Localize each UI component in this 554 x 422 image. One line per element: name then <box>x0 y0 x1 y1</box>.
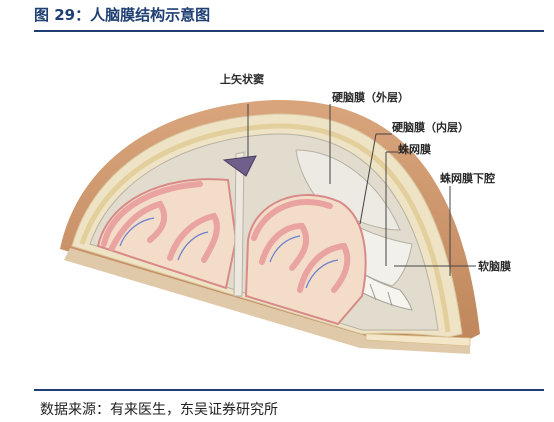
label-superior-sagittal-sinus: 上矢状窦 <box>220 72 264 86</box>
source-divider <box>34 389 544 391</box>
figure-title: 图 29：人脑膜结构示意图 <box>34 6 211 24</box>
falx-cerebri <box>233 151 245 297</box>
figure-source: 数据来源：有来医生，东吴证券研究所 <box>40 402 278 418</box>
label-subarachnoid-space: 蛛网膜下腔 <box>440 171 495 185</box>
label-pia-mater: 软脑膜 <box>478 259 511 273</box>
label-dura-outer: 硬脑膜（外层） <box>332 90 409 104</box>
meninges-diagram: 上矢状窦 硬脑膜（外层） 硬脑膜（内层） 蛛网膜 蛛网膜下腔 软脑膜 <box>60 72 511 354</box>
label-dura-inner: 硬脑膜（内层） <box>392 120 469 134</box>
title-divider <box>34 30 544 32</box>
label-arachnoid: 蛛网膜 <box>398 142 431 156</box>
superior-sagittal-sinus <box>222 155 257 177</box>
